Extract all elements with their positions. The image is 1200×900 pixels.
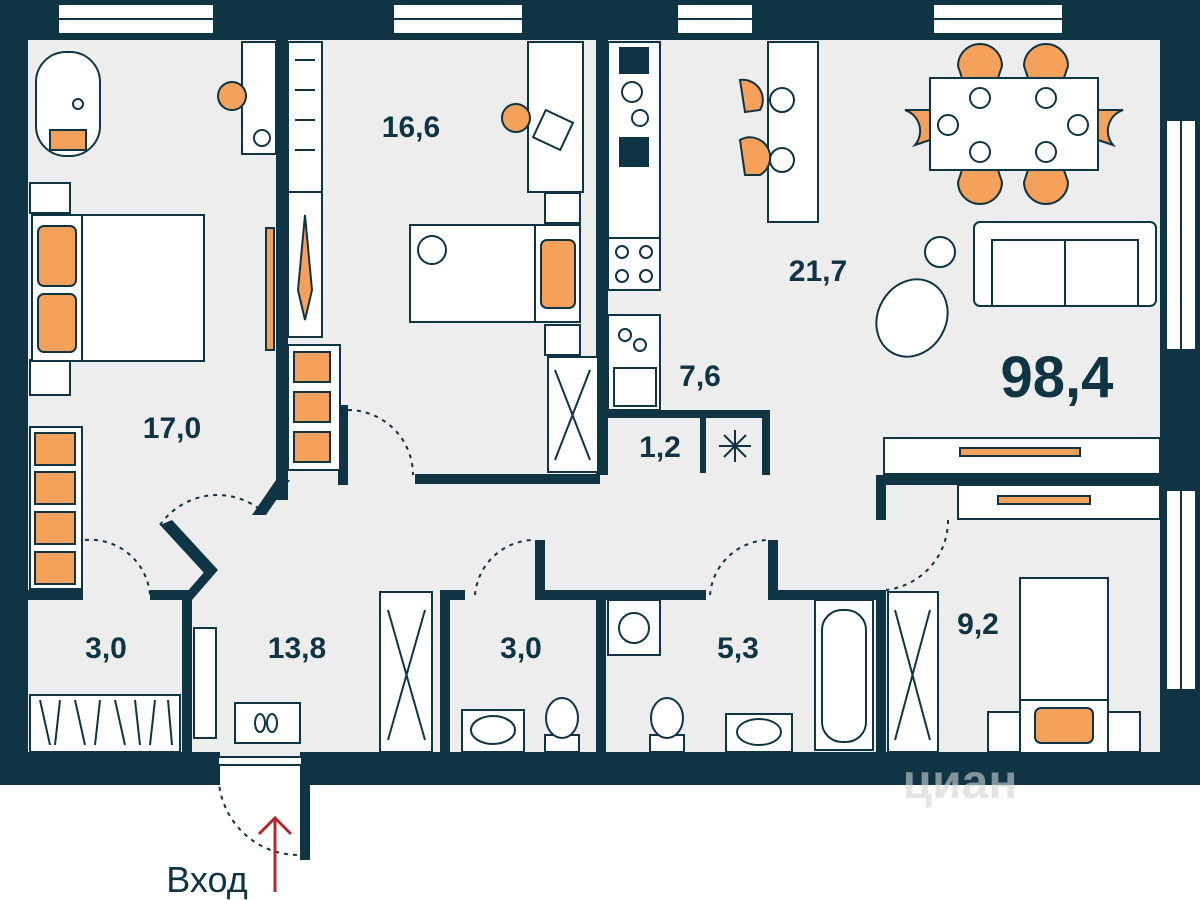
area-bedroom-small: 9,2 <box>957 608 999 641</box>
area-bedroom-middle: 16,6 <box>382 111 440 144</box>
kitchen-counter <box>607 41 661 411</box>
area-kitchen-zone: 7,6 <box>679 360 721 393</box>
door-swings <box>84 409 950 856</box>
watermark: циан <box>903 756 1018 809</box>
area-toilet: 3,0 <box>500 632 542 665</box>
desk-icon <box>217 41 277 155</box>
total-area: 98,4 <box>1001 345 1114 410</box>
area-hallway: 13,8 <box>268 632 326 665</box>
diagonal-wall-3 <box>180 570 218 600</box>
armchair-icon <box>35 51 101 157</box>
toilet-icon <box>544 697 580 753</box>
bed-icon-small <box>987 577 1141 754</box>
inner-walls <box>28 30 1160 755</box>
armchair-living <box>875 278 949 358</box>
washing-machine-icon <box>607 599 661 656</box>
storage-shelves <box>29 694 181 753</box>
area-kitchen-living: 21,7 <box>789 255 847 288</box>
sofa-icon <box>973 221 1157 307</box>
diagonal-wall <box>252 480 290 515</box>
window-mullions <box>58 18 1182 690</box>
sink-icon <box>461 709 525 753</box>
furniture <box>29 41 1161 754</box>
tv-stand <box>883 437 1161 520</box>
slippers-icon <box>234 702 301 744</box>
toilet-icon-bathroom <box>649 697 685 753</box>
dining-table-icon <box>904 43 1124 205</box>
entrance-door-leaf <box>217 756 303 766</box>
area-pantry: 1,2 <box>639 431 681 464</box>
entrance-arrow-icon <box>257 815 293 892</box>
area-storage-left: 3,0 <box>85 632 127 665</box>
area-bathroom: 5,3 <box>717 632 759 665</box>
bed-icon-middle <box>409 192 581 356</box>
shoe-bench <box>193 627 217 739</box>
tv-panel <box>265 227 275 351</box>
sink-icon-bathroom <box>725 713 793 753</box>
bathtub-icon <box>814 599 874 751</box>
wardrobe-left <box>29 426 83 590</box>
area-bedroom-left: 17,0 <box>143 412 201 445</box>
entrance-label: Вход <box>166 859 247 900</box>
diagonal-wall-2 <box>160 520 218 575</box>
wardrobe-small <box>887 591 939 753</box>
wardrobe-hallway <box>379 591 433 753</box>
wardrobe-corridor <box>547 356 599 473</box>
snowflake-icon <box>719 430 751 462</box>
wardrobe-middle <box>287 41 341 471</box>
bed-icon <box>29 182 205 396</box>
bar-table <box>738 41 819 223</box>
side-table <box>924 236 956 268</box>
